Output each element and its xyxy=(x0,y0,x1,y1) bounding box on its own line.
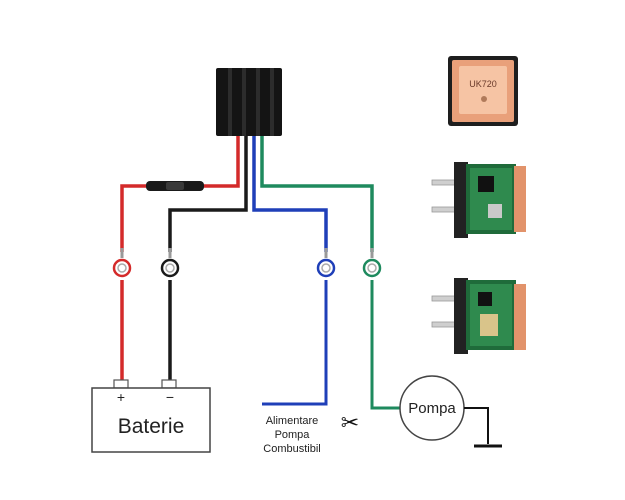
red-terminal xyxy=(112,248,132,278)
antenna-label: UK720 xyxy=(469,79,497,89)
battery-label: Baterie xyxy=(118,415,185,438)
fuel-supply-line3: Combustibil xyxy=(263,443,320,455)
relay-module xyxy=(216,68,282,136)
blue-wire xyxy=(252,136,328,252)
relay-board-side-2 xyxy=(431,278,526,354)
battery-minus-label: − xyxy=(166,389,174,405)
black-terminal xyxy=(160,248,180,278)
pump: Pompa xyxy=(399,375,502,448)
battery-plus-label: + xyxy=(117,389,125,405)
green-wire xyxy=(260,136,374,252)
battery: + − Baterie xyxy=(91,379,211,453)
inline-fuse xyxy=(146,181,204,191)
relay-board-side xyxy=(431,162,526,238)
blue-terminal xyxy=(316,248,336,278)
gps-antenna: UK720 xyxy=(448,56,518,126)
ground-wire xyxy=(464,407,489,444)
black-wire xyxy=(168,136,248,252)
fuel-supply-line2: Pompa xyxy=(275,429,311,441)
green-terminal xyxy=(362,248,382,278)
green-wire-lower xyxy=(370,280,400,410)
red-wire xyxy=(120,136,240,252)
fuel-supply-line1: Alimentare xyxy=(266,415,319,427)
pump-label: Pompa xyxy=(408,400,456,417)
blue-wire-lower xyxy=(262,280,328,406)
scissors-icon: ✂ xyxy=(341,411,359,436)
